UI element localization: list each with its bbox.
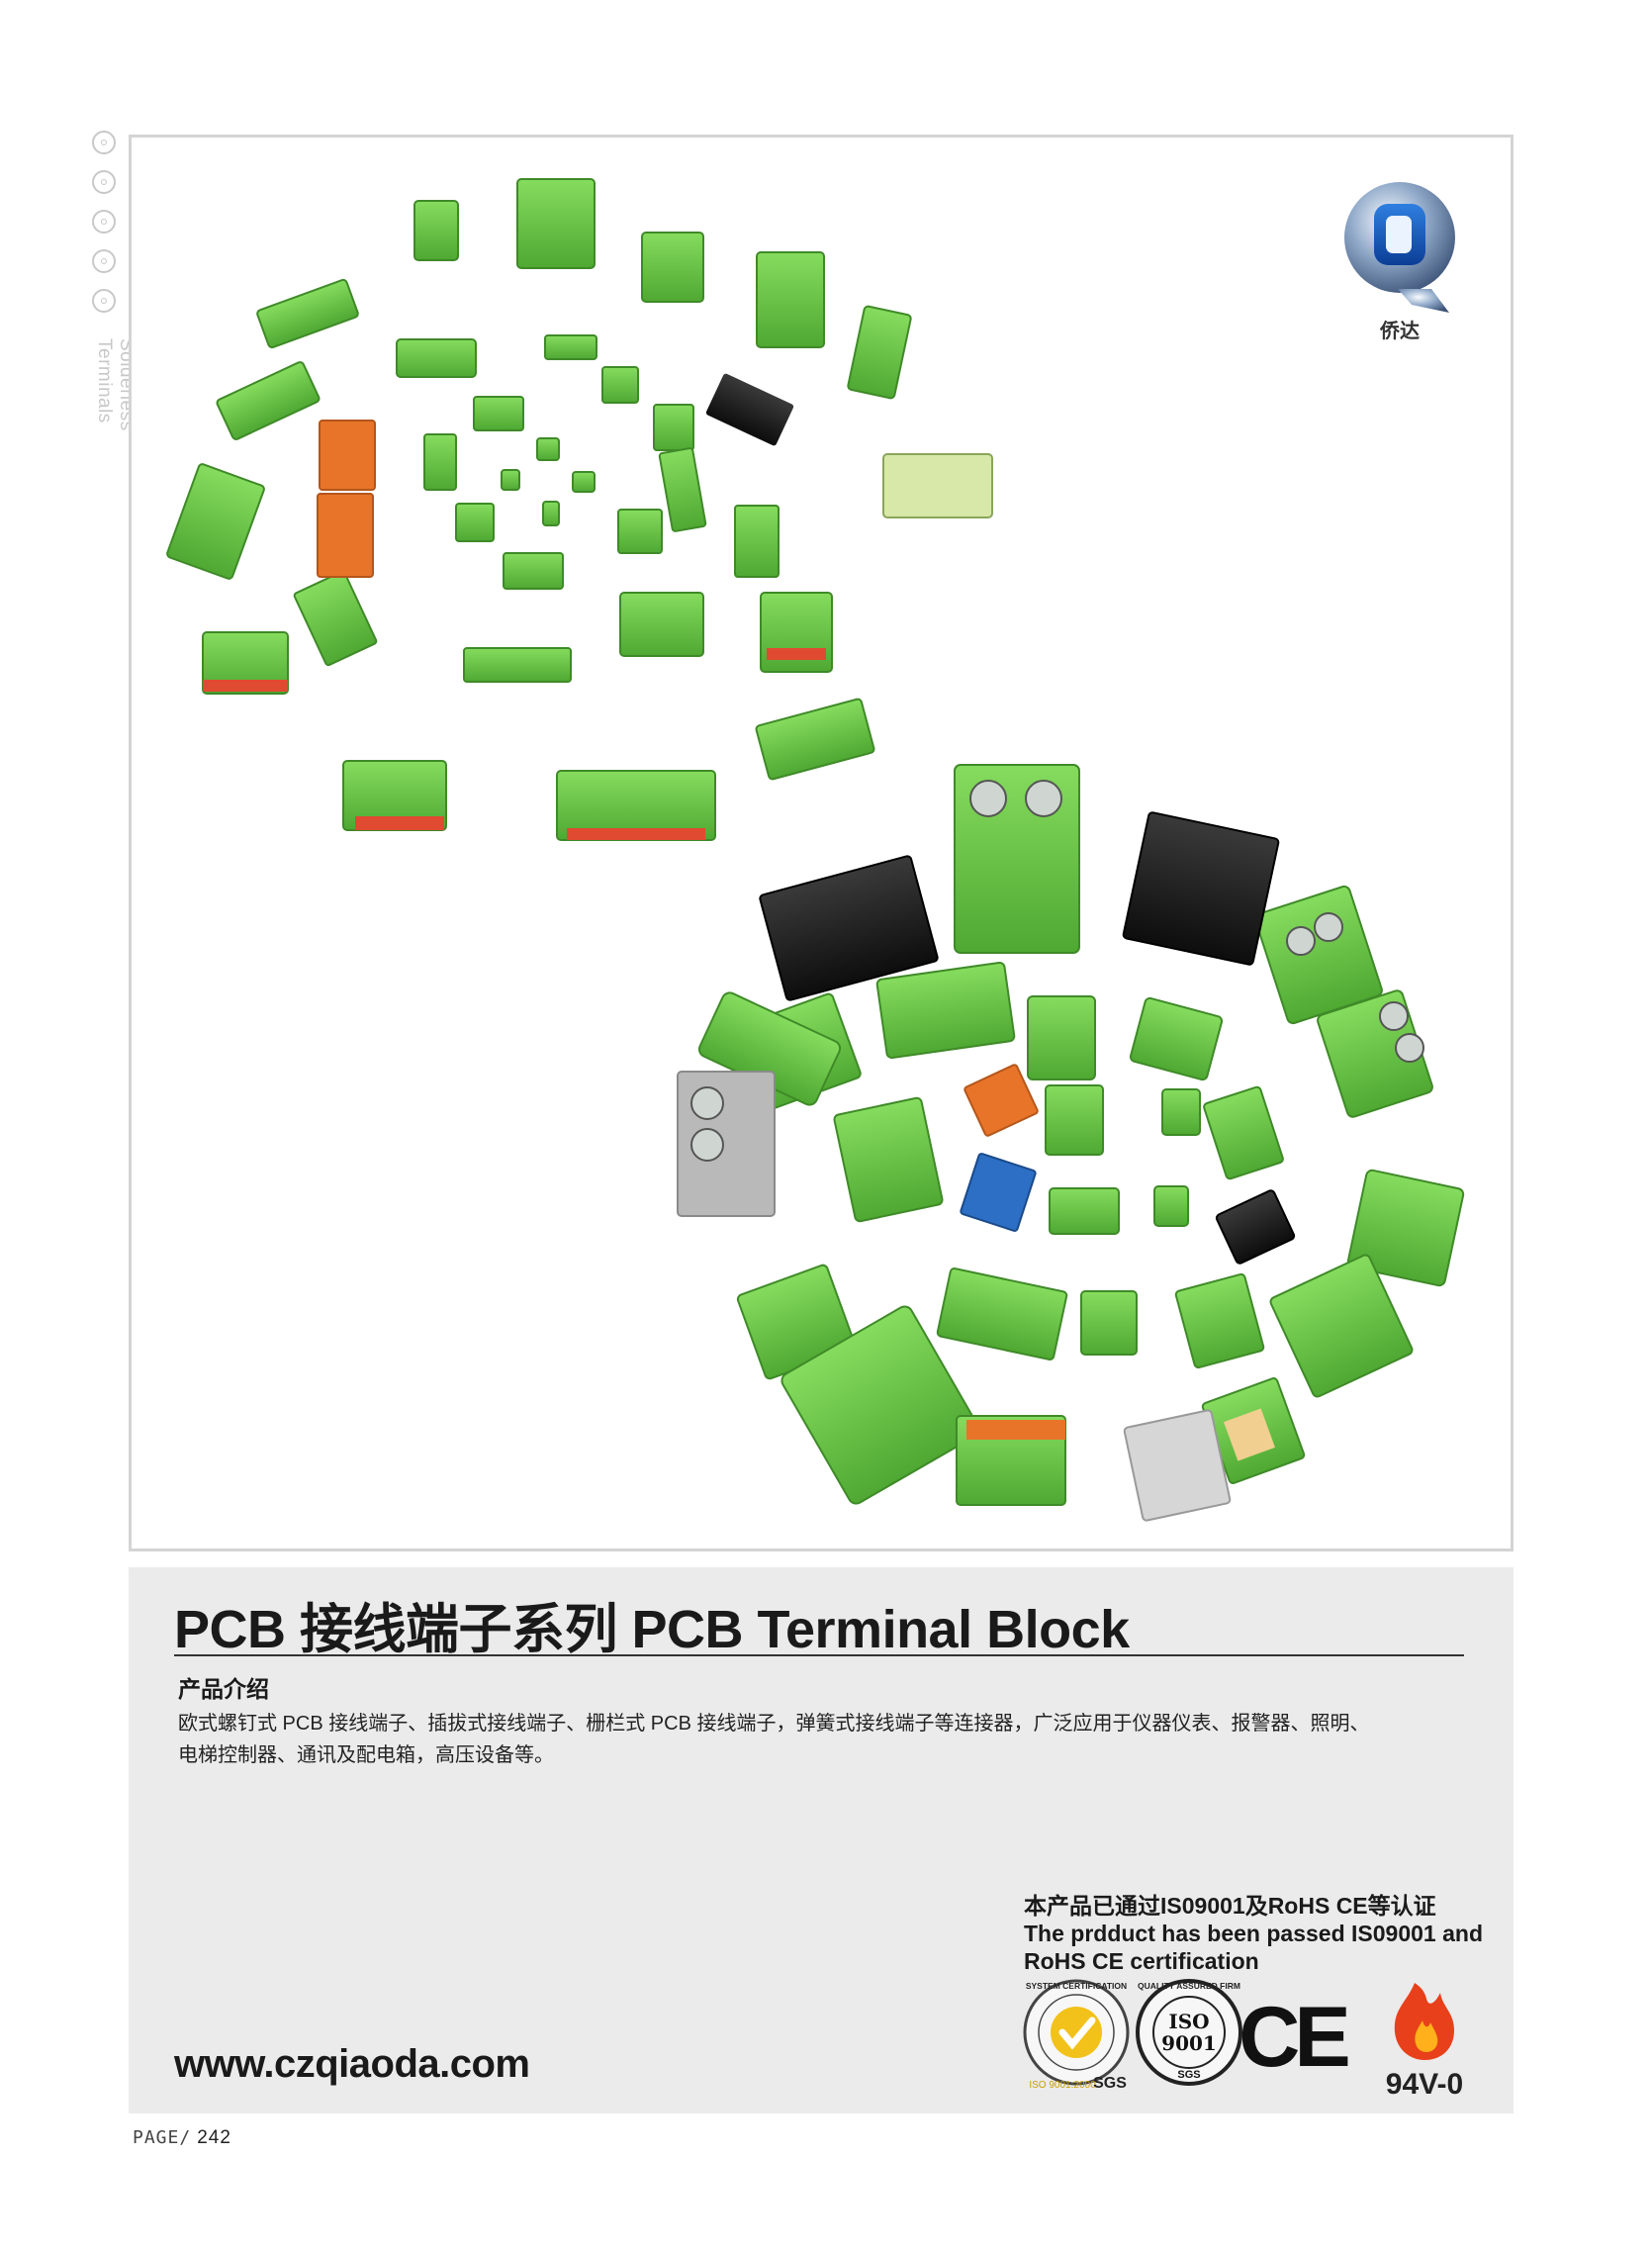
info-panel: PCB 接线端子系列 PCB Terminal Block 产品介绍 欧式螺钉式… [129, 1567, 1514, 2113]
certification-cn: 本产品已通过IS09001及RoHS CE等认证 [1024, 1893, 1436, 1919]
brand-name: 侨达 [1380, 319, 1420, 342]
certification-badges: SYSTEM CERTIFICATION ISO 9001:2000 SGS Q… [1023, 1979, 1463, 2101]
quality-sgs-text: SGS [1177, 2069, 1200, 2081]
product-photo [129, 135, 1514, 1551]
flame-icon [1394, 1983, 1454, 2060]
system-certification-icon: SYSTEM CERTIFICATION ISO 9001:2000 SGS [1023, 1979, 1130, 2092]
orange-release-tabs [966, 1420, 1065, 1440]
black-header [705, 373, 794, 446]
quality-ring-text: QUALITY ASSURED FIRM [1138, 1981, 1240, 1991]
red-release-tabs [203, 648, 826, 840]
title-divider [174, 1654, 1464, 1656]
cream-release-tabs [1224, 1408, 1275, 1461]
flame-rating: 94V-0 [1386, 2068, 1463, 2101]
certification-note: 本产品已通过IS09001及RoHS CE等认证 The prdduct has… [1024, 1892, 1499, 1975]
side-rail: Solderless Terminals [87, 131, 137, 431]
blue-screw-terminal [960, 1153, 1037, 1232]
certification-en-2: RoHS CE certification [1024, 1948, 1259, 1974]
page-title: PCB 接线端子系列 PCB Terminal Block [174, 1600, 1130, 1659]
ce-mark-icon: CE [1239, 1990, 1347, 2085]
page-value: 242 [197, 2127, 231, 2148]
certification-en-1: The prdduct has been passed IS09001 and [1024, 1921, 1483, 1946]
orange-terminals [317, 420, 376, 578]
page-prefix: PAGE/ [133, 2127, 192, 2148]
quality-assured-icon: QUALITY ASSURED FIRM ISO 9001 SGS [1136, 1979, 1242, 2086]
website-url: www.czqiaoda.com [174, 2042, 530, 2086]
system-sgs-text: SGS [1093, 2075, 1127, 2092]
connector-icon [92, 249, 116, 273]
intro-line-1: 欧式螺钉式 PCB 接线端子、插拔式接线端子、栅栏式 PCB 接线端子，弹簧式接… [178, 1713, 1370, 1735]
brand-logo: 侨达 [1340, 178, 1459, 346]
gray-spring-terminal [1123, 1409, 1232, 1522]
page-number: PAGE/242 [133, 2127, 231, 2149]
quality-9001-text: 9001 [1161, 2031, 1217, 2055]
flange-terminal [882, 453, 993, 518]
orange-screw-terminal [964, 1064, 1039, 1137]
screw-terminals-cluster [697, 764, 1465, 1506]
refresh-icon [92, 170, 116, 194]
intro-body: 欧式螺钉式 PCB 接线端子、插拔式接线端子、栅栏式 PCB 接线端子，弹簧式接… [178, 1708, 1415, 1771]
gear-icon [92, 289, 116, 313]
system-iso-text: ISO 9001:2000 [1029, 2080, 1096, 2091]
quality-iso-text: ISO [1168, 2010, 1209, 2033]
intro-line-2: 电梯控制器、通讯及配电箱，高压设备等。 [178, 1744, 554, 1766]
intro-heading: 产品介绍 [178, 1676, 269, 1702]
black-screw-terminals [759, 811, 1296, 1265]
terminal-block-collage [166, 178, 1465, 1522]
home-icon [92, 210, 116, 234]
screw-heads [690, 780, 1424, 1162]
info-icon [92, 131, 116, 154]
q-logo-icon [1344, 182, 1455, 313]
system-ring-text: SYSTEM CERTIFICATION [1026, 1981, 1127, 1991]
small-terminals-cluster [166, 178, 912, 841]
